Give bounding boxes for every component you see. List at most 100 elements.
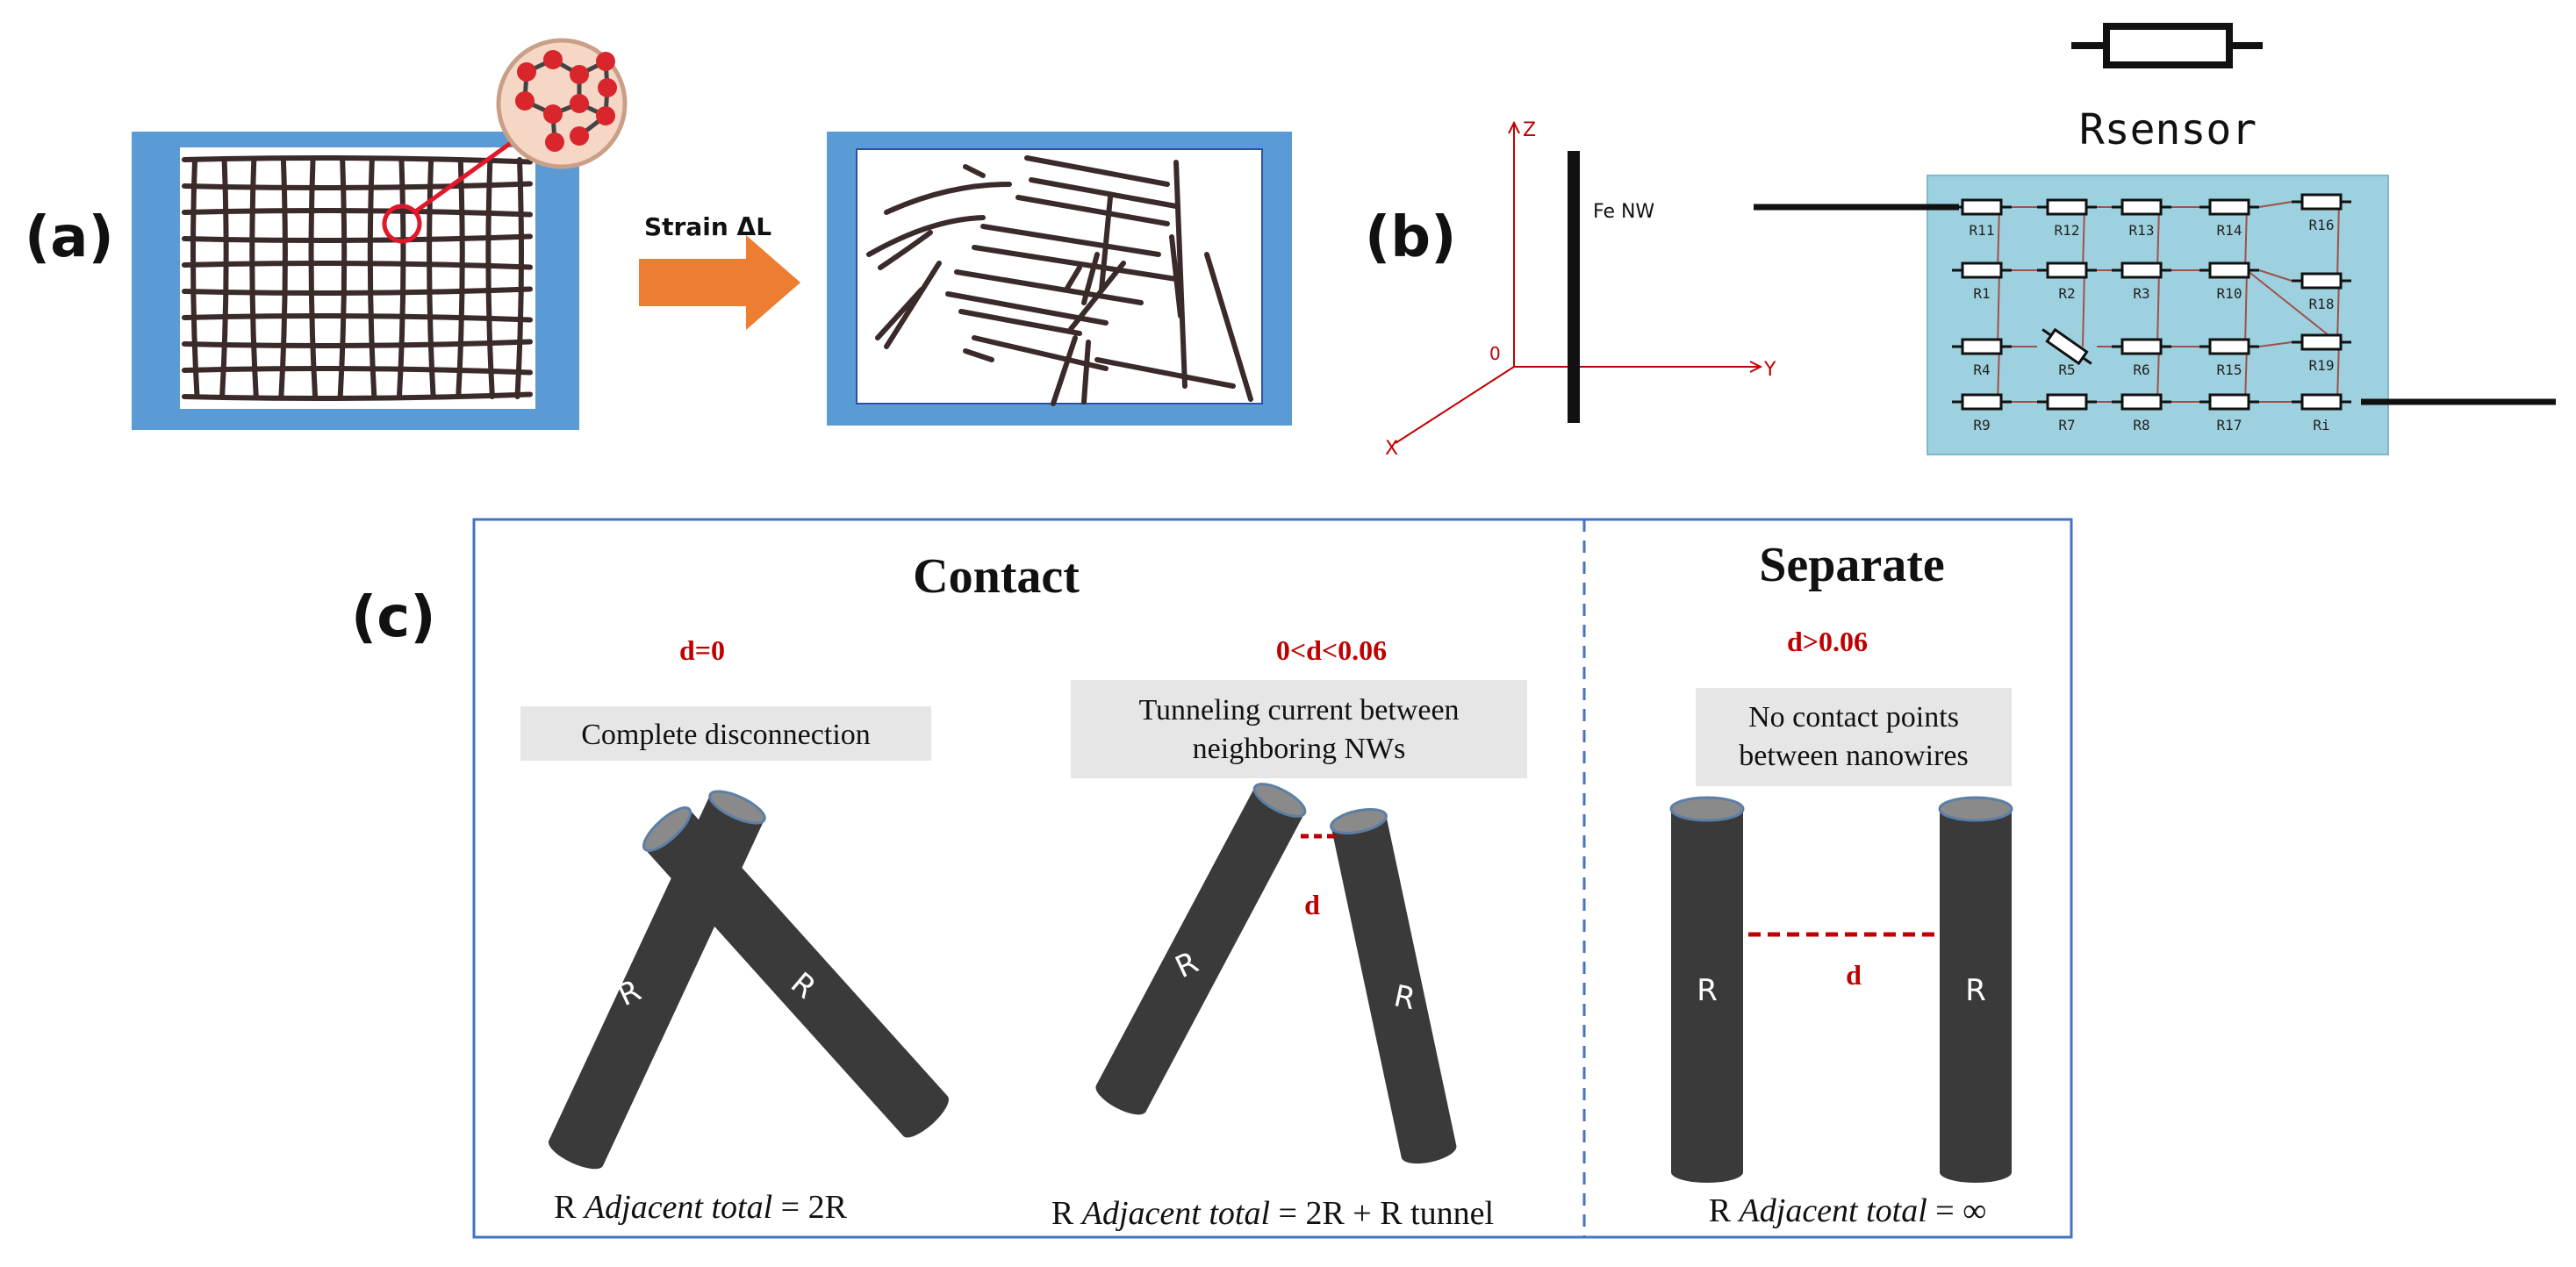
graphene-atoms — [515, 50, 617, 152]
sensor-label: Rsensor — [2079, 105, 2257, 154]
mesh-vertical-wire — [219, 157, 229, 399]
zoom-marker-circle — [382, 204, 422, 244]
case1-condition: d=0 — [679, 634, 725, 666]
resistor-links — [1997, 201, 2340, 403]
case2-condition: 0<d<0.06 — [1276, 634, 1387, 666]
case3-nanowire-right — [1938, 796, 2013, 1183]
film-unstrained — [180, 147, 535, 409]
resistor-link — [1997, 269, 2000, 347]
resistor-label: R1 — [1973, 285, 1990, 302]
case1-note-box — [520, 706, 931, 761]
case2-gap-label: d — [1304, 889, 1320, 920]
y-axis-label: Y — [1763, 359, 1776, 381]
mesh-horizontal-wire — [182, 313, 533, 323]
mesh-vertical-wire — [190, 157, 200, 399]
resistor-label: R11 — [1970, 222, 1995, 239]
resistor-link — [2336, 341, 2340, 403]
resistor-r12 — [2037, 198, 2097, 216]
mesh-horizontal-wire — [182, 391, 533, 401]
case1-note: Complete disconnection — [581, 719, 871, 751]
resistor-link — [2258, 341, 2293, 347]
resistor-r18 — [2292, 272, 2351, 290]
mesh-vertical-wire — [427, 157, 436, 399]
case1-formula: R Adjacent total = 2R — [554, 1189, 848, 1226]
film-strained — [856, 148, 1263, 404]
resistor-ri — [2292, 393, 2351, 411]
fe-nanowire-label: Fe NW — [1593, 201, 1654, 223]
resistor-link — [2082, 269, 2085, 347]
mesh-horizontal-wire — [182, 286, 533, 296]
separate-title: Separate — [1759, 538, 1945, 592]
resistor-link — [2156, 346, 2160, 403]
resistor-r5 — [2041, 327, 2092, 366]
case3-formula: R Adjacent total = ∞ — [1709, 1192, 1987, 1229]
resistor-r9 — [1952, 393, 2012, 411]
case3-note-line1: No contact points — [1748, 701, 1959, 734]
resistor-link — [2258, 269, 2293, 282]
panel-c: (c) Contact Separate d=0 Complete discon… — [351, 518, 2073, 1239]
resistor-r16 — [2292, 193, 2351, 211]
mesh-horizontal-wire — [182, 233, 533, 243]
resistor-label: R13 — [2129, 222, 2155, 239]
resistor-r19 — [2292, 333, 2351, 351]
case3-wire-label-left: R — [1697, 973, 1718, 1008]
strain-arrow — [639, 235, 800, 330]
x-axis-label: X — [1385, 438, 1398, 460]
resistor-link — [2244, 206, 2248, 271]
resistor-label: R6 — [2133, 361, 2149, 378]
nanowire-mesh — [182, 155, 533, 401]
resistor-label: R9 — [1973, 417, 1990, 433]
mesh-horizontal-wire — [182, 208, 533, 218]
case3-gap-label: d — [1846, 959, 1862, 991]
contact-title: Contact — [913, 549, 1080, 604]
resistor-r14 — [2199, 198, 2259, 216]
mesh-vertical-wire — [456, 157, 465, 399]
resistor-label: R12 — [2055, 222, 2080, 239]
case1-nanowire-right — [642, 806, 949, 1138]
resistor-link — [2244, 269, 2248, 347]
resistor-r2 — [2037, 261, 2097, 279]
resistor-label: R2 — [2058, 285, 2075, 302]
case2-nanowire-left — [1095, 783, 1307, 1115]
resistor-label: R15 — [2217, 361, 2242, 378]
resistor-link — [2082, 206, 2085, 271]
resistor-link — [2156, 269, 2160, 347]
zoom-pointer-line — [413, 129, 528, 215]
mesh-horizontal-wire — [182, 261, 533, 270]
origin-label: 0 — [1489, 343, 1501, 364]
mesh-vertical-wire — [485, 157, 495, 399]
panel-a: (a) Strain ΔL — [25, 38, 1292, 430]
resistor-r6 — [2112, 338, 2171, 355]
case3-condition: d>0.06 — [1787, 626, 1868, 657]
resistor-label: R17 — [2217, 417, 2242, 433]
x-axis — [1395, 366, 1515, 444]
mesh-horizontal-wire — [182, 181, 533, 190]
z-axis-label: Z — [1523, 119, 1536, 141]
case2-nanowire-right — [1330, 808, 1457, 1164]
strain-arrow-label: Strain ΔL — [644, 212, 771, 241]
resistor-label: R3 — [2133, 285, 2149, 302]
resistor-r4 — [1952, 338, 2012, 355]
resistor-label: R14 — [2217, 222, 2242, 239]
case3-wire-label-right: R — [1965, 973, 1986, 1008]
resistor-r15 — [2199, 338, 2259, 355]
case2-note-line1: Tunneling current between — [1138, 694, 1459, 727]
resistor-link — [1997, 206, 2000, 271]
resistor-link — [2336, 201, 2340, 282]
case2-formula: R Adjacent total = 2R + R tunnel — [1051, 1195, 1494, 1232]
resistor-label: R18 — [2309, 296, 2335, 312]
resistor-r7 — [2037, 393, 2097, 411]
case2-note-line2: neighboring NWs — [1193, 733, 1406, 765]
resistor-label: R5 — [2058, 361, 2075, 378]
resistor-link — [1997, 346, 2000, 403]
case2-note-box — [1071, 680, 1527, 778]
resistor-label: R8 — [2133, 417, 2149, 433]
resistor-r8 — [2112, 393, 2171, 411]
resistor-label: R7 — [2058, 417, 2075, 433]
mesh-vertical-wire — [396, 157, 406, 399]
case3-note-line2: between nanowires — [1739, 740, 1969, 772]
resistor-r11 — [1952, 198, 2012, 216]
mesh-horizontal-wire — [182, 339, 533, 348]
